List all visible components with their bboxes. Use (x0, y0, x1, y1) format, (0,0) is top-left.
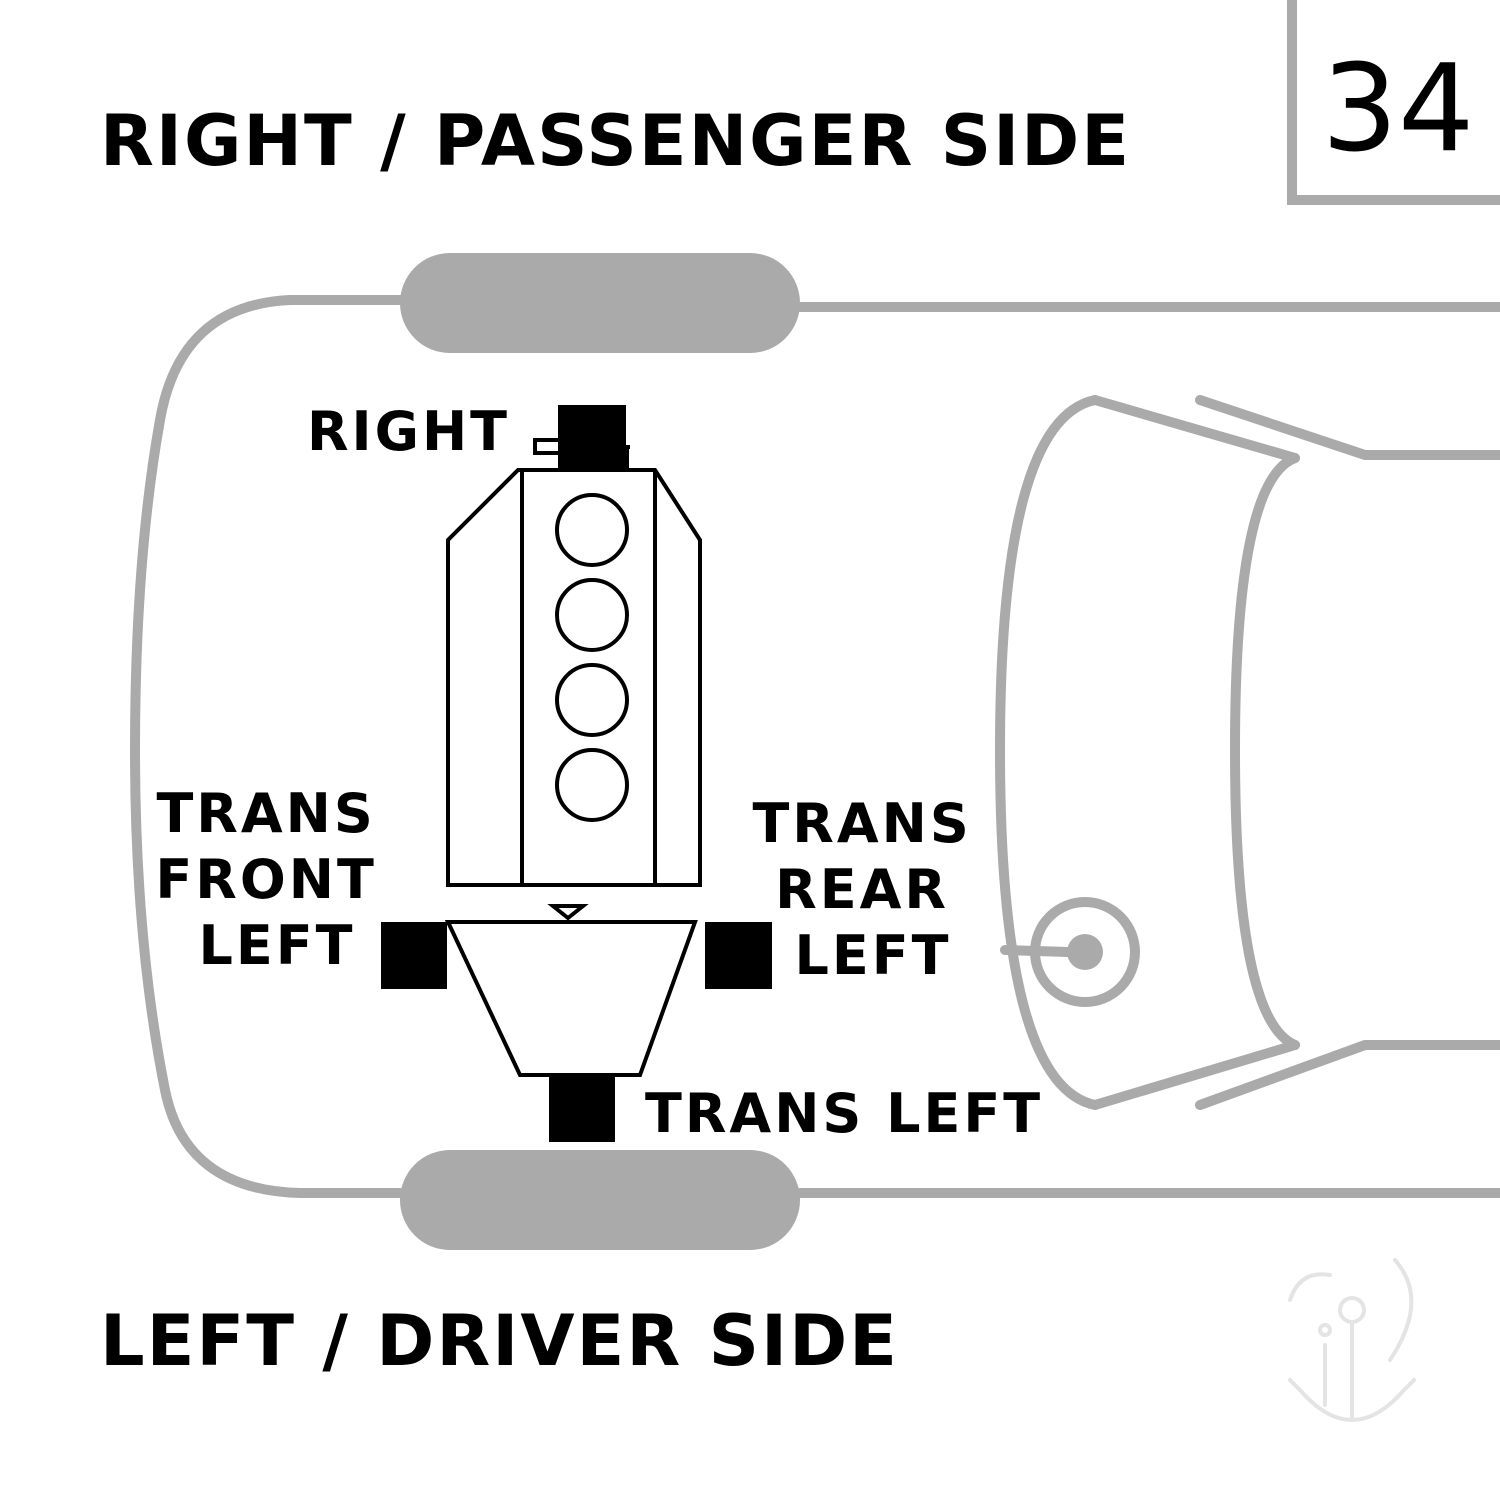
right-mount-block (558, 405, 626, 470)
trans-left-mount-label: TRANS LEFT (645, 1082, 1043, 1145)
windshield-cabin-outline (995, 395, 1500, 1110)
right-mount-label: RIGHT (307, 400, 510, 463)
engine-cylinder (555, 493, 629, 567)
engine-cylinder (555, 663, 629, 737)
engine-cylinder (555, 748, 629, 822)
transmission-housing (444, 904, 698, 1077)
trans-front-left-label: TRANS FRONT LEFT (155, 782, 398, 977)
engine-cylinder (555, 578, 629, 652)
car-body-outline (130, 295, 1500, 1198)
trans-front-left-mount-block (381, 922, 447, 989)
front-left-tire (400, 1150, 800, 1250)
diagram-number: 34 (1322, 40, 1475, 179)
diagram-number-box: 34 (1287, 0, 1500, 205)
anchor-logo-icon (1288, 1258, 1416, 1422)
top-side-label: RIGHT / PASSENGER SIDE (100, 100, 1131, 182)
trans-left-mount-block (549, 1075, 615, 1142)
trans-rear-left-label: TRANS REAR LEFT (752, 792, 993, 987)
bottom-side-label: LEFT / DRIVER SIDE (100, 1300, 899, 1382)
front-right-tire (400, 253, 800, 353)
steering-wheel-icon (1000, 897, 1140, 1007)
engine-block (446, 438, 702, 887)
trans-rear-left-mount-block (705, 922, 772, 989)
